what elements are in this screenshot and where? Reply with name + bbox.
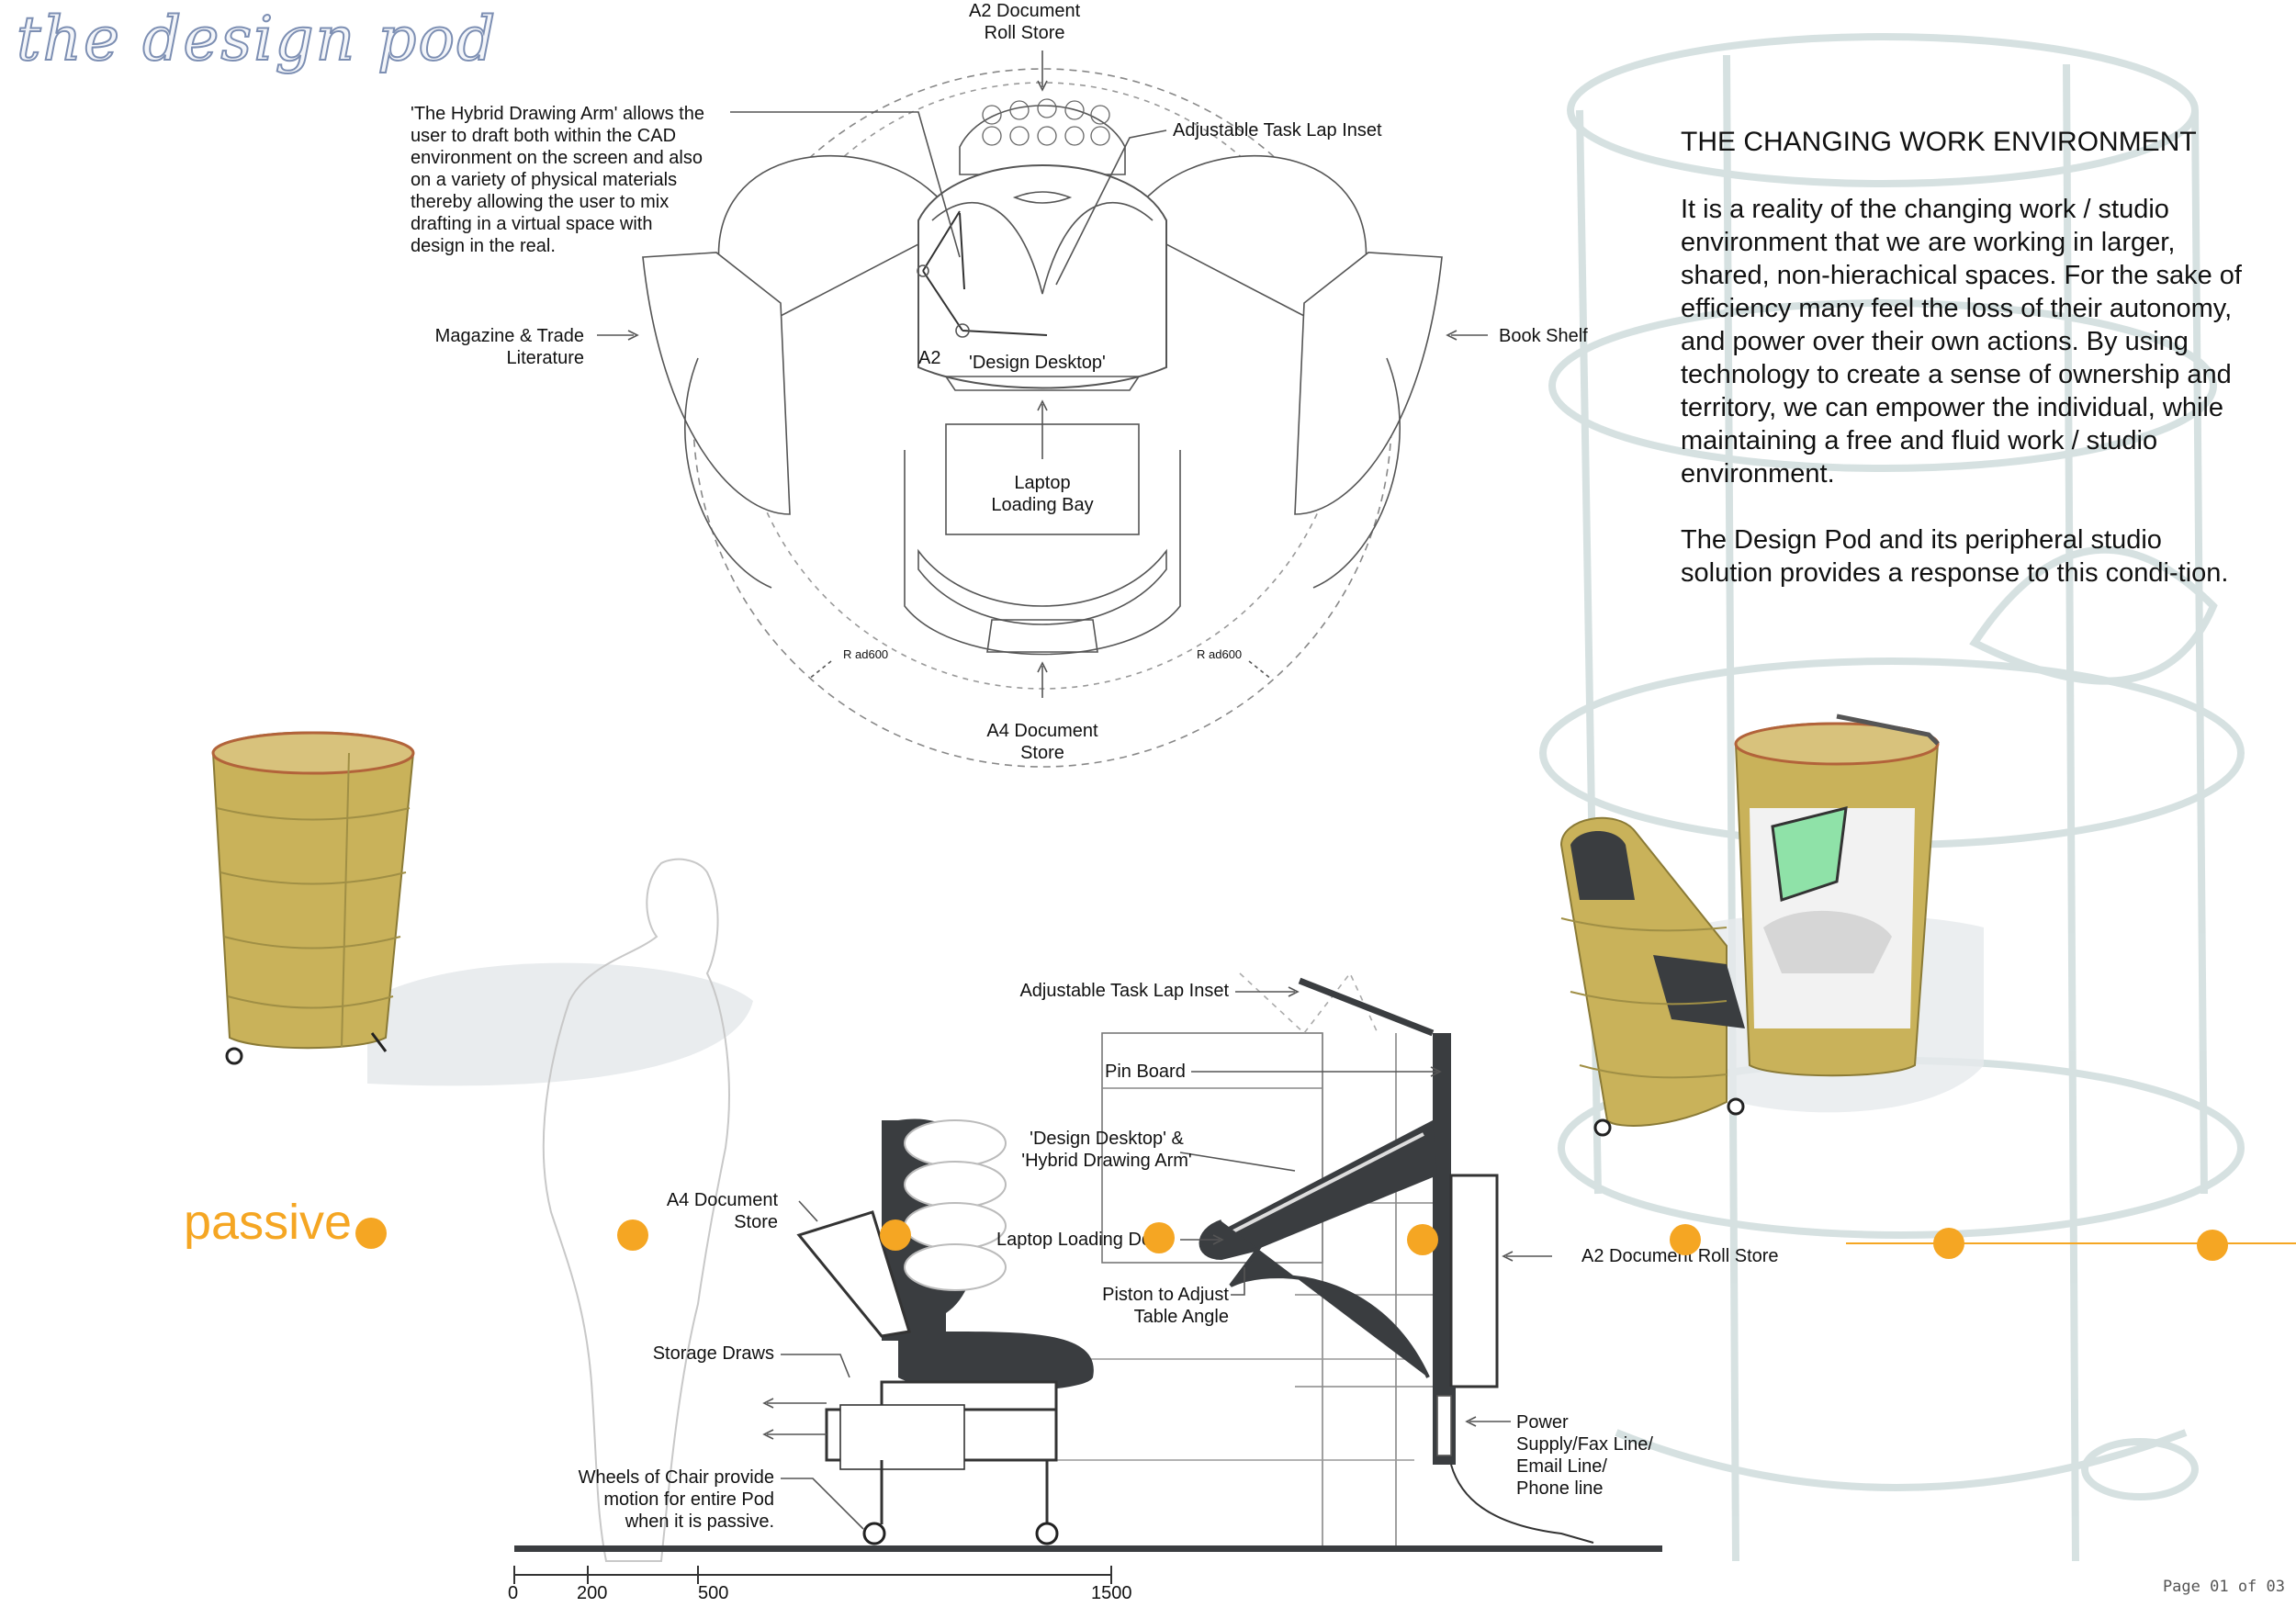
section-label-design-desktop-arm: 'Design Desktop' & 'Hybrid Drawing Arm': [1021, 1129, 1192, 1171]
closed-pod-render: [211, 731, 415, 1065]
scale-tick-200: 200: [577, 1583, 608, 1603]
plan-label-a2-roll-store: A2 Document Roll Store: [969, 1, 1081, 43]
section-label-power: Power Supply/Fax Line/ Email Line/ Phone…: [1516, 1412, 1653, 1499]
timeline-dot-7: [2197, 1230, 2228, 1261]
section-label-piston: Piston to Adjust Table Angle: [1102, 1285, 1229, 1327]
page-number: Page 01 of 03: [2162, 1578, 2285, 1596]
scale-tick-500: 500: [698, 1583, 729, 1603]
logo-title: the design pod: [16, 3, 498, 75]
plan-label-magazine: Magazine & Trade Literature: [434, 326, 584, 368]
scale-tick-1500: 1500: [1091, 1583, 1132, 1603]
section-label-pin-board: Pin Board: [1105, 1062, 1186, 1082]
body-text: It is a reality of the changing work / s…: [1681, 193, 2259, 623]
plan-label-task-lap-inset: Adjustable Task Lap Inset: [1173, 120, 1382, 140]
scale-tick-0: 0: [508, 1583, 519, 1603]
timeline-dot-1: [617, 1219, 648, 1251]
human-silhouette: [542, 858, 730, 1562]
section-label-storage-draws: Storage Draws: [652, 1343, 774, 1364]
plan-label-book-shelf: Book Shelf: [1499, 326, 1588, 346]
section-label-task-lap-inset: Adjustable Task Lap Inset: [1019, 981, 1229, 1001]
section-label-wheels: Wheels of Chair provide motion for entir…: [578, 1467, 774, 1532]
section-label-laptop-dock: Laptop Loading Dock: [996, 1230, 1171, 1250]
section-label-a4-store: A4 Document Store: [666, 1190, 778, 1232]
plan-label-a2-mark: A2: [918, 348, 941, 368]
timeline-dot-5: [1670, 1224, 1701, 1255]
body-paragraph-2: The Design Pod and its peripheral studio…: [1681, 525, 2229, 588]
plan-label-hybrid-drawing-arm: 'The Hybrid Drawing Arm' allows the user…: [411, 104, 704, 256]
plan-label-radius-right: R ad600: [1197, 647, 1243, 661]
body-paragraph-1: It is a reality of the changing work / s…: [1681, 195, 2242, 489]
timeline-dot-4: [1407, 1224, 1438, 1255]
plan-label-laptop-bay: Laptop Loading Bay: [991, 473, 1094, 515]
plan-label-a4-store: A4 Document Store: [986, 721, 1098, 763]
plan-label-radius-left: R ad600: [843, 647, 889, 661]
section-label-a2-roll-store: A2 Document Roll Store: [1581, 1246, 1779, 1266]
passive-label: passive: [184, 1195, 353, 1250]
timeline-dot-2: [880, 1219, 911, 1251]
timeline-dot-6: [1933, 1228, 1964, 1259]
timeline-dot-0: [355, 1218, 387, 1249]
plan-label-design-desktop: 'Design Desktop': [969, 353, 1106, 373]
page-heading: THE CHANGING WORK ENVIRONMENT: [1681, 127, 2197, 157]
open-pod-render: [1559, 714, 1984, 1137]
timeline-dot-3: [1143, 1222, 1175, 1253]
